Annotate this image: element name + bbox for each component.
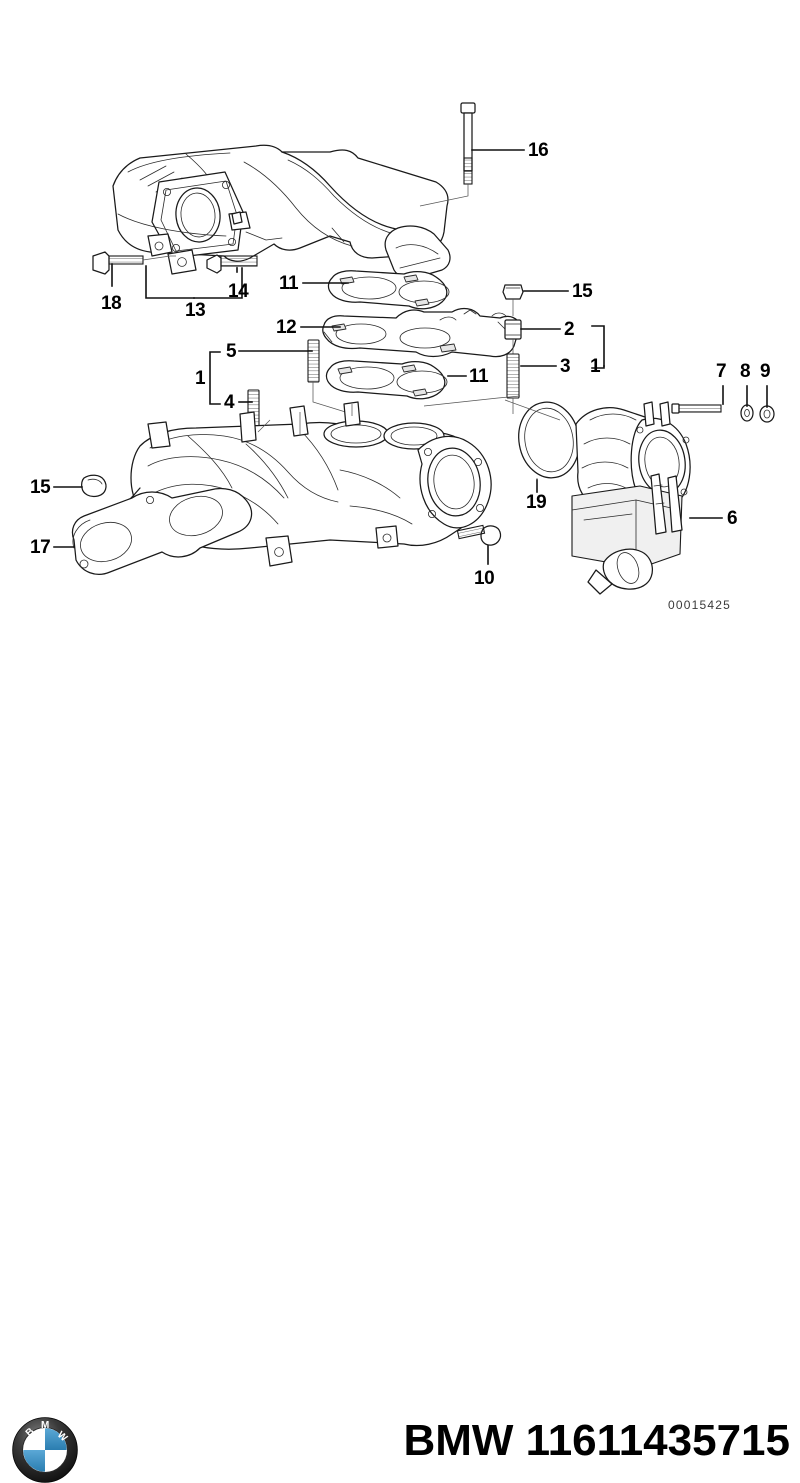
washer-part-8 [740,404,754,422]
bolt-part-16 [419,102,476,207]
callout-1-left: 1 [195,368,206,389]
cap-part-15-lower [80,474,107,498]
callout-18: 18 [101,293,122,314]
callout-11-upper: 11 [279,273,299,294]
gasket-part-11-lower [325,360,448,400]
diagram-svg: .ln{fill:none;stroke:#1a1a1a;stroke-widt… [53,102,775,595]
throttle-housing-part-6 [571,401,691,595]
bolt-part-14 [206,254,258,274]
callout-13: 13 [185,300,206,321]
callout-15-upper: 15 [572,281,593,302]
gasket-part-17 [71,487,253,575]
callout-leaders [53,149,768,565]
gasket-part-11-upper [327,270,450,310]
callout-9: 9 [760,361,771,382]
callout-8: 8 [740,361,751,382]
callout-1-right: 1 [590,356,601,377]
callout-5: 5 [226,341,237,362]
stud-part-3 [506,353,520,414]
callout-16: 16 [528,140,549,161]
callout-2: 2 [564,319,575,340]
upper-manifold-part-13 [112,144,451,279]
construction-leader-lines [257,395,561,436]
callout-12: 12 [276,317,297,338]
bushing-part-9 [759,405,775,423]
callout-15-lower: 15 [30,477,51,498]
callout-7: 7 [716,361,727,382]
bolt-part-10 [456,524,502,562]
cap-part-15-upper [502,284,524,316]
callout-19: 19 [526,492,547,513]
callout-14: 14 [228,281,249,302]
drawing-number: 00015425 [668,598,731,612]
part-number-caption: BMW 11611435715 [403,1416,790,1465]
callout-17: 17 [30,537,51,558]
bolt-part-18 [92,251,176,275]
spacer-plate-part-12 [322,307,521,358]
exploded-parts-diagram: .ln{fill:none;stroke:#1a1a1a;stroke-widt… [0,0,800,700]
bolt-part-7 [671,392,724,414]
callout-3: 3 [560,356,571,377]
callout-6: 6 [727,508,738,529]
callout-10: 10 [474,568,495,589]
callout-11-lower: 11 [469,366,489,387]
o-ring-part-19 [518,401,580,490]
footer-bar: B M W BMW 11611435715 [0,700,800,1483]
callout-4: 4 [224,392,235,413]
